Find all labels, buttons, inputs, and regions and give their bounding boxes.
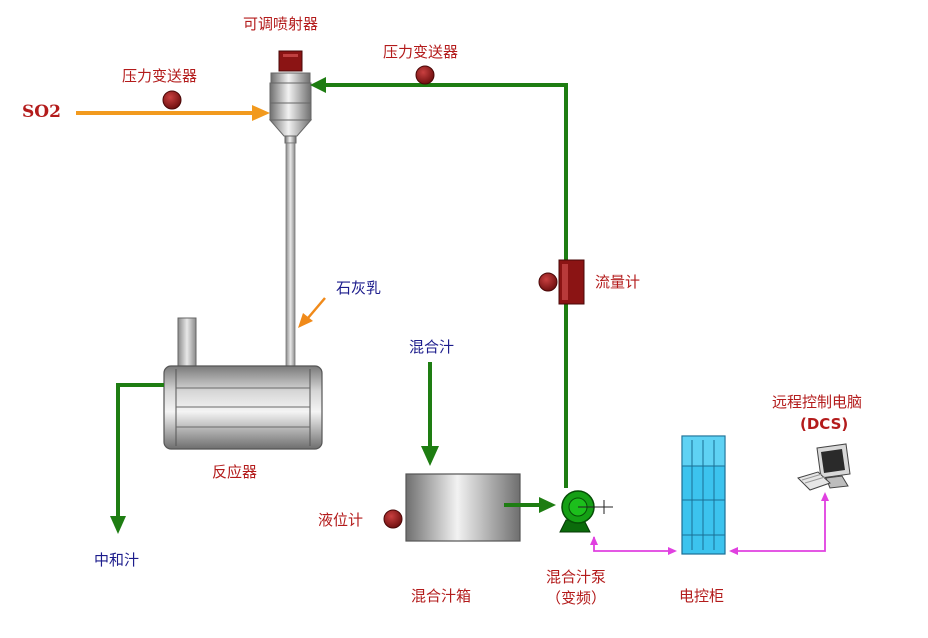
neutral-juice-label: 中和汁 <box>94 551 140 569</box>
level-meter <box>383 509 403 529</box>
neutralized-juice-pipe <box>110 383 164 534</box>
so2-inlet-pipe <box>76 105 270 121</box>
remote-computer-icon <box>797 443 851 491</box>
injector-down-pipe <box>285 142 296 369</box>
mixed-juice-tank <box>405 473 521 542</box>
recirculation-arrow <box>310 77 326 93</box>
signal-line-pump-cabinet <box>593 537 668 552</box>
signal-arrow-cabinet-right <box>729 547 738 555</box>
pump-label-line2: （变频） <box>546 589 607 607</box>
mixed-juice-label: 混合汁 <box>409 338 455 356</box>
control-cabinet <box>681 435 726 555</box>
pump-label-line1: 混合汁泵 <box>546 568 607 586</box>
reactor <box>163 317 323 450</box>
mixed-juice-pump <box>559 490 613 533</box>
adjustable-injector <box>268 50 313 144</box>
cabinet-label: 电控柜 <box>679 587 725 605</box>
recirculation-pipe <box>322 83 568 488</box>
signal-arrow-cabinet-left <box>668 547 677 555</box>
signal-line-cabinet-pc <box>738 500 826 552</box>
reactor-label: 反应器 <box>212 463 258 481</box>
level-meter-label: 液位计 <box>318 511 364 529</box>
mix-tank-label: 混合汁箱 <box>411 587 472 605</box>
lime-milk-label: 石灰乳 <box>336 279 382 297</box>
pressure-transmitter-left <box>162 90 182 110</box>
lime-milk-arrow <box>298 297 326 328</box>
pressure-transmitter-top-label: 压力变送器 <box>383 43 459 61</box>
injector-label: 可调喷射器 <box>243 15 319 33</box>
so2-label: SO2 <box>22 102 61 122</box>
signal-arrow-pc <box>821 492 829 501</box>
remote-pc-label: 远程控制电脑 <box>772 393 863 411</box>
mixed-juice-inlet <box>421 362 439 466</box>
dcs-label: (DCS) <box>800 415 849 433</box>
flow-meter-label: 流量计 <box>595 273 641 291</box>
flow-meter <box>538 259 585 305</box>
pressure-transmitter-top <box>415 65 435 85</box>
pressure-transmitter-left-label: 压力变送器 <box>122 67 198 85</box>
tank-to-pump-pipe <box>504 497 556 513</box>
signal-arrow-pump <box>590 536 598 545</box>
